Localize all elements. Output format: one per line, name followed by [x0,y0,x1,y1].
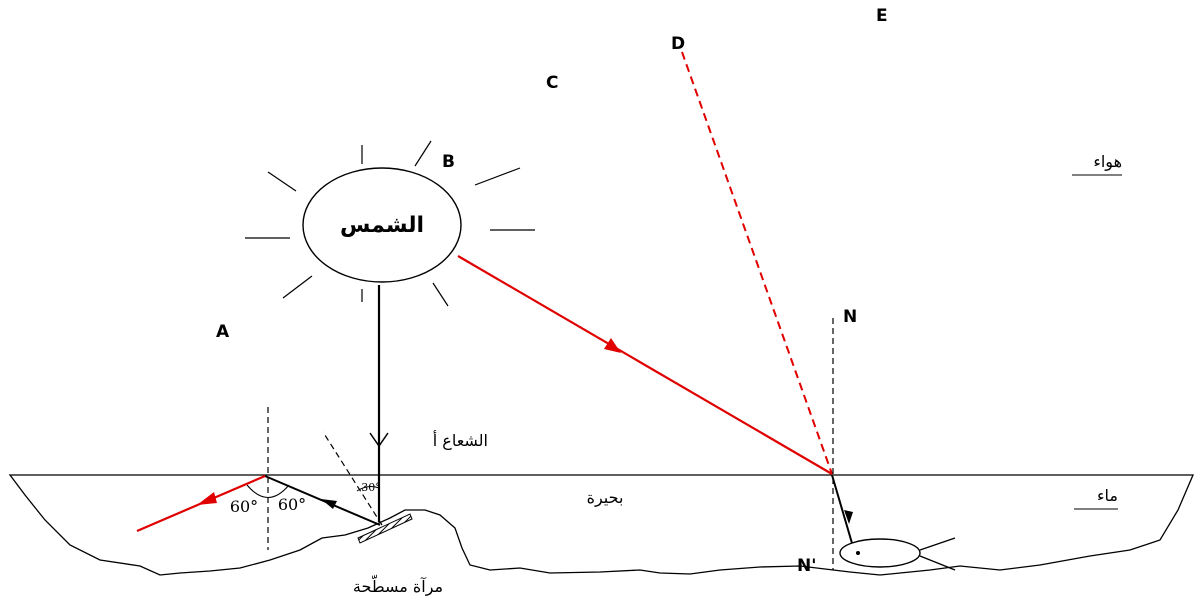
lake-label: بحيرة [587,488,624,508]
sun-red-ray-arrow-icon [604,338,621,353]
label-e: E [876,6,888,26]
sun-label: الشمس [340,213,424,238]
ray-a-arrow-icon [369,432,389,448]
mirror-angle-label: 30° [361,481,381,494]
fish-tail-upper [919,537,956,551]
label-b: B [442,152,455,172]
fish-eye [856,551,860,555]
sun-ray [432,282,449,307]
mirror-normal [322,431,383,526]
reflected-ray [264,475,381,526]
sun-ray [414,140,432,167]
sun-ray [282,275,313,299]
water-label: ماء [1097,486,1118,505]
left-angle-arc [246,484,290,498]
incidence-angle-right: 60° [278,495,306,514]
ray-a-label: الشعاع أ [433,430,488,451]
refracted-ray-right-arrow-icon [844,510,853,524]
sun-red-ray [457,255,833,475]
refracted-ray-left-arrow-icon [197,492,217,505]
mirror-angle-arc [356,486,380,492]
sun-ray [267,171,297,192]
refracted-ray-right [831,474,855,551]
incidence-angle-left: 60° [230,497,258,516]
fish-tail-lower [919,555,956,571]
label-d: D [671,34,685,54]
sun: الشمس [245,140,535,307]
sun-disk [302,167,462,283]
label-n-prime: N' [797,556,816,576]
label-c: C [546,73,558,93]
flat-mirror [357,513,413,544]
label-a: A [216,322,230,342]
fish-body [839,538,921,568]
sun-ray [474,167,521,186]
air-label: هواء [1093,152,1122,172]
fish [839,537,956,571]
label-n: N [843,307,857,327]
reflected-ray-arrow-icon [321,499,337,509]
lake-outline [8,474,1194,576]
mirror-label: مرآة مسطّحة [353,573,443,597]
apparent-ray [681,51,833,475]
